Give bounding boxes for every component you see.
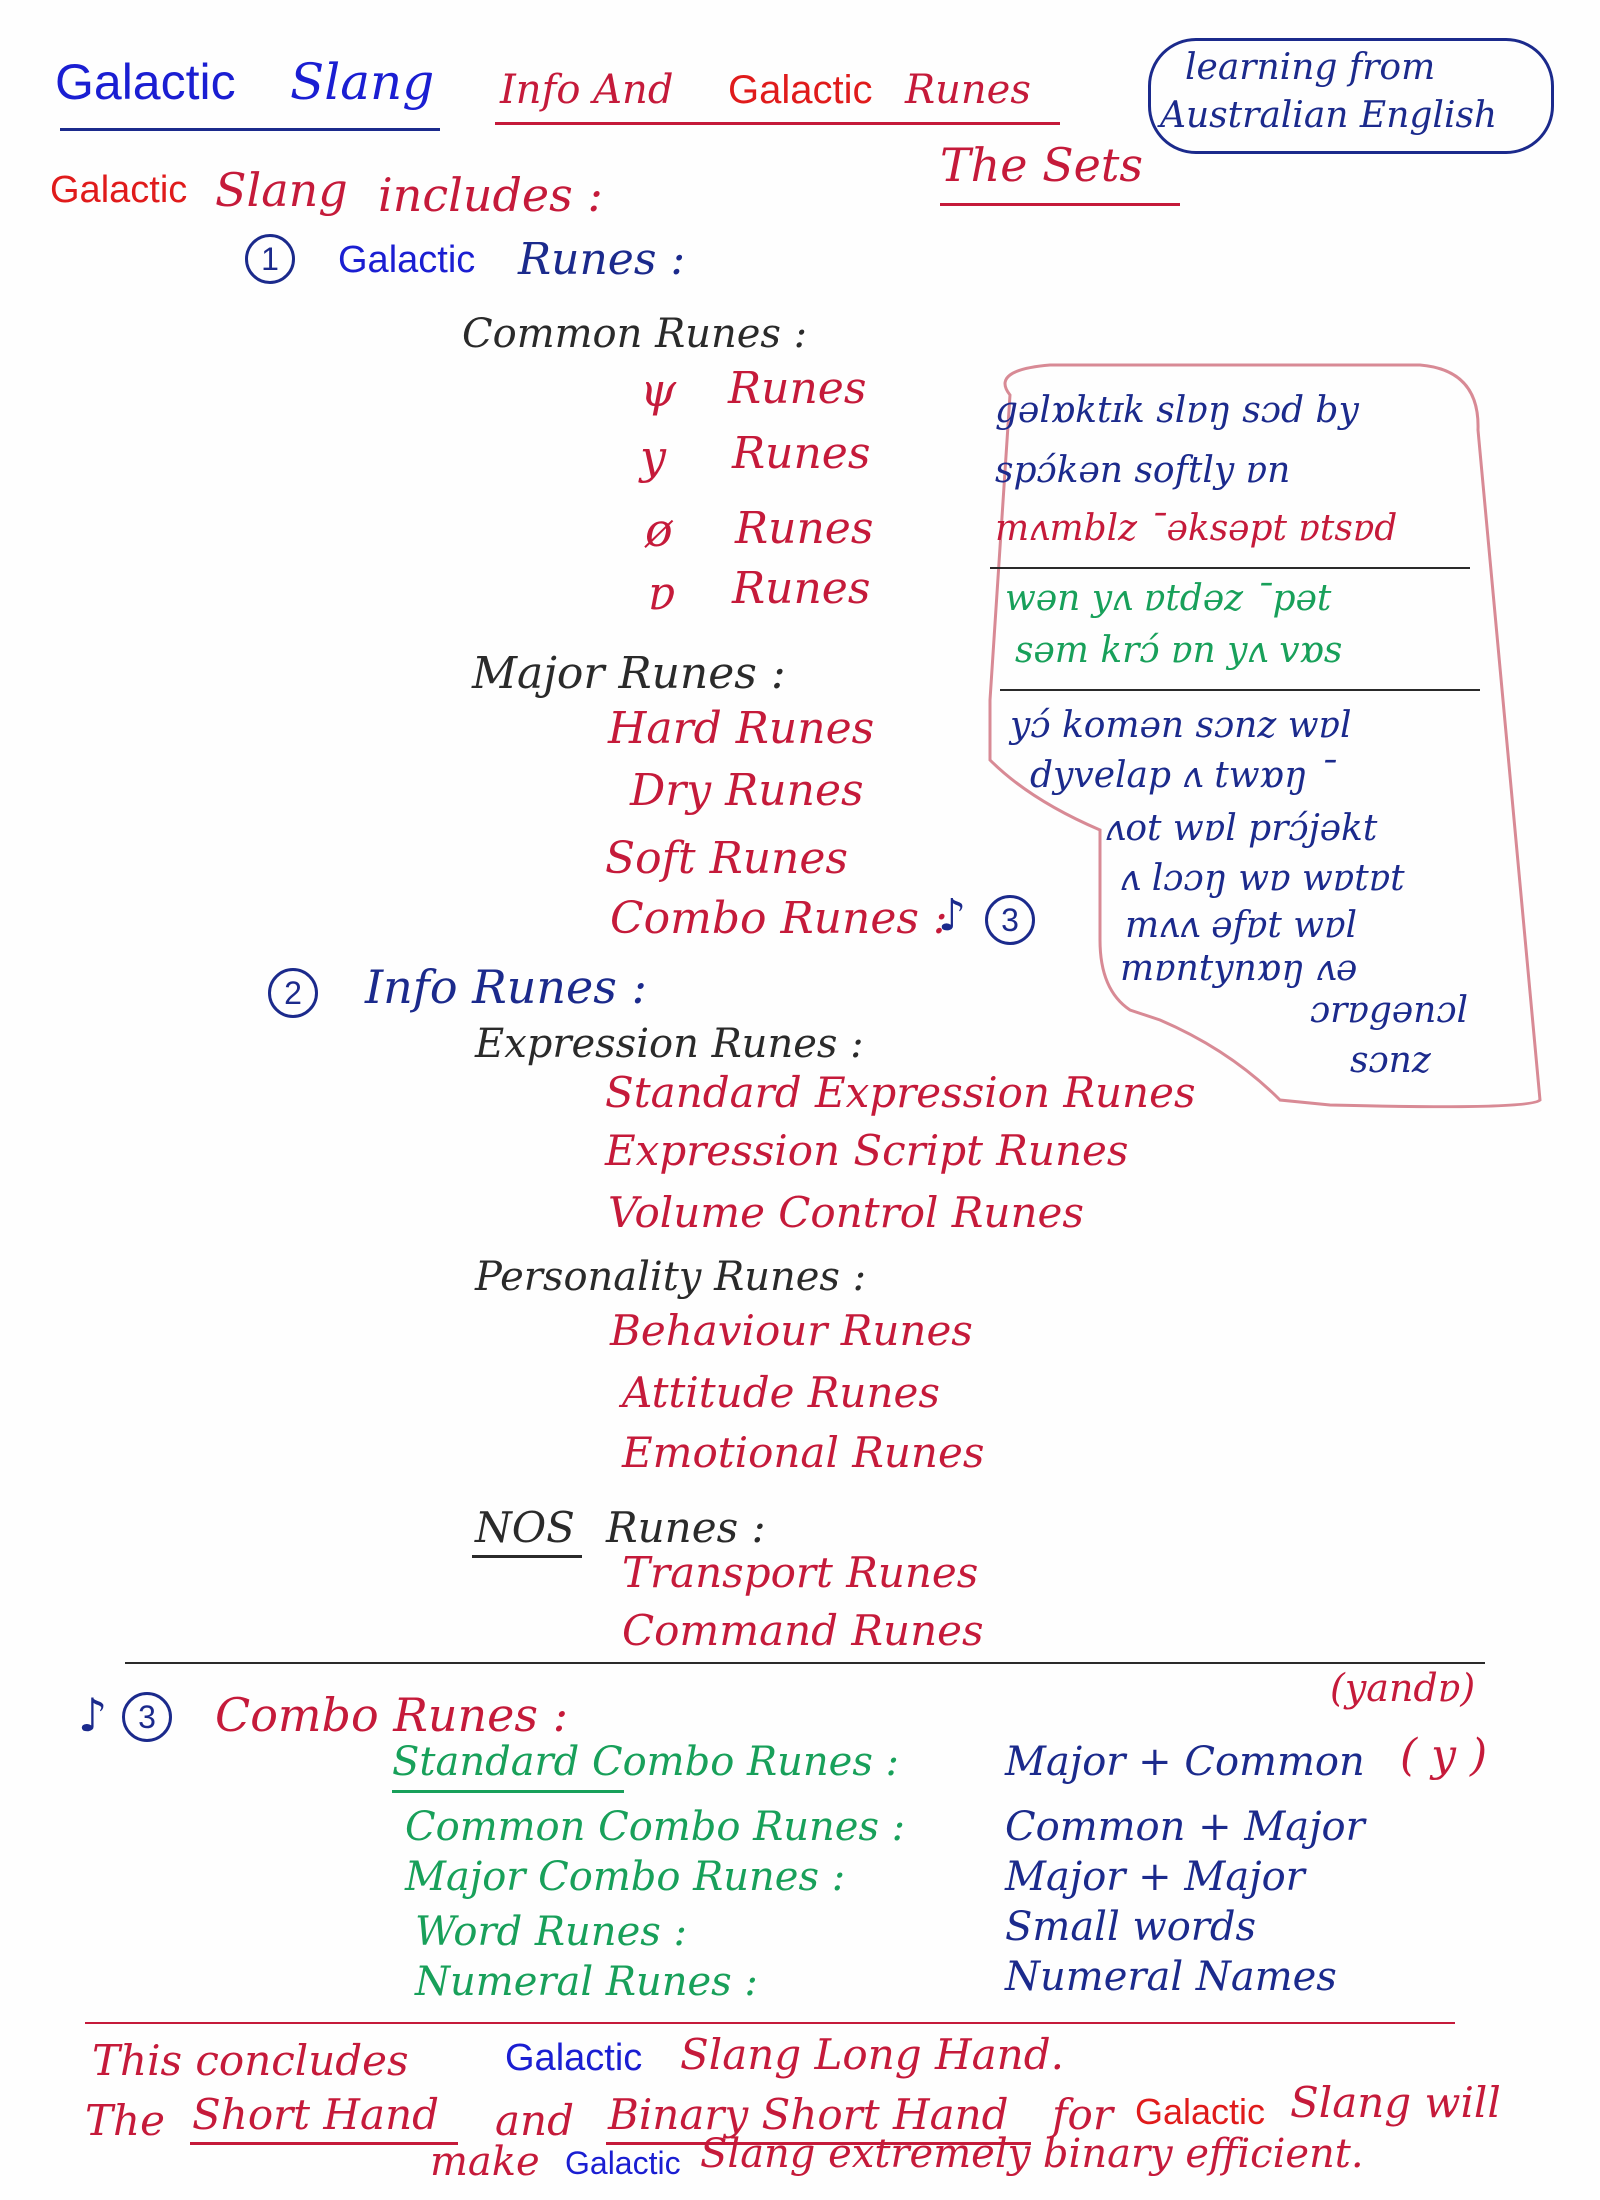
personality-runes-heading: Personality Runes : bbox=[475, 1254, 867, 1300]
personality-rune-attitude: Attitude Runes bbox=[622, 1368, 940, 1417]
major-rune-hard: Hard Runes bbox=[608, 703, 875, 754]
flag-icon: ♪ bbox=[938, 890, 967, 941]
the-sets-underline bbox=[940, 203, 1180, 206]
bubble-line-3: mʌmblz ˉəksəpt ɐtsɐd bbox=[995, 508, 1398, 549]
combo-row-extra-standard: ( y ) bbox=[1400, 1730, 1488, 1781]
common-rune-label-4: Runes bbox=[732, 563, 871, 614]
bubble-line-1: gəlɒktɪk slɐŋ sɔd by bbox=[995, 390, 1359, 431]
combo-row-value-word: Small words bbox=[1005, 1904, 1257, 1950]
nos-rune-command: Command Runes bbox=[622, 1606, 984, 1655]
standard-underline bbox=[392, 1790, 624, 1793]
section1-number: 1 bbox=[245, 234, 295, 284]
learning-note-line1: learning from bbox=[1185, 47, 1436, 88]
flag-icon-section3: ♪ bbox=[78, 1688, 108, 1742]
footer-line3-rest: Slang extremely binary efficient. bbox=[700, 2131, 1364, 2177]
subtitle-info-and: Info And bbox=[500, 67, 674, 113]
bubble-line-2: spɔ́kən softly ɐn bbox=[995, 450, 1291, 491]
common-rune-glyph-1: ψ bbox=[640, 363, 677, 417]
common-rune-glyph-3: ø bbox=[645, 503, 673, 557]
major-rune-dry: Dry Runes bbox=[630, 765, 864, 816]
footer-line2-galactic: Galactic bbox=[1135, 2091, 1266, 2132]
footer-line2-slang-will: Slang will bbox=[1290, 2078, 1501, 2127]
bubble-line-9: ʌ lɔɔŋ wɐ wɐtɐt bbox=[1120, 858, 1405, 899]
intro-slang: Slang bbox=[215, 163, 348, 217]
common-rune-glyph-4: ɐ bbox=[648, 566, 676, 620]
section3-number: 3 bbox=[122, 1692, 172, 1742]
nos-heading-runes: Runes : bbox=[606, 1503, 766, 1552]
section2-number: 2 bbox=[268, 968, 318, 1018]
section-divider bbox=[125, 1662, 1485, 1664]
bubble-line-13: sɔnz bbox=[1350, 1040, 1431, 1081]
expression-rune-standard: Standard Expression Runes bbox=[605, 1068, 1196, 1117]
common-rune-label-2: Runes bbox=[732, 428, 871, 479]
footer-line3-galactic: Galactic bbox=[565, 2145, 681, 2181]
section3-note: (yandɐ) bbox=[1330, 1666, 1476, 1710]
bubble-line-7: dyvelap ʌ twɒŋ ˉ bbox=[1030, 755, 1337, 796]
combo-row-name-standard: Standard Combo Runes : bbox=[392, 1739, 900, 1785]
footer-line2-for: for bbox=[1052, 2090, 1113, 2139]
combo-row-name-word: Word Runes : bbox=[415, 1909, 687, 1955]
subtitle-galactic: Galactic bbox=[728, 68, 873, 112]
common-rune-glyph-2: y bbox=[640, 430, 666, 484]
footer-line2-the: The bbox=[85, 2096, 165, 2145]
intro-galactic: Galactic bbox=[50, 169, 188, 211]
title-galactic: Galactic bbox=[55, 54, 236, 110]
section3-title: Combo Runes : bbox=[215, 1688, 569, 1742]
combo-row-name-common: Common Combo Runes : bbox=[405, 1804, 906, 1850]
bubble-line-5: səm krɔ́ ɐn yʌ vɒs bbox=[1015, 630, 1343, 671]
bubble-line-10: mʌʌ əfɐt wɐl bbox=[1125, 905, 1358, 946]
nos-underline bbox=[472, 1555, 582, 1558]
learning-note-box bbox=[1148, 38, 1554, 154]
title-underline bbox=[60, 128, 440, 131]
expression-rune-volume: Volume Control Runes bbox=[608, 1188, 1084, 1237]
combo-ref-number: 3 bbox=[985, 895, 1035, 945]
combo-row-name-major: Major Combo Runes : bbox=[405, 1854, 846, 1900]
learning-note-line2: Australian English bbox=[1160, 95, 1498, 136]
title-slang: Slang bbox=[290, 53, 435, 111]
combo-row-value-common: Common + Major bbox=[1005, 1804, 1365, 1850]
footer-line1-galactic: Galactic bbox=[505, 2037, 643, 2079]
binary-short-hand-underline bbox=[606, 2142, 1031, 2145]
footer-line2-binary: Binary Short Hand bbox=[608, 2090, 1009, 2139]
the-sets-label: The Sets bbox=[940, 138, 1143, 192]
section1-galactic: Galactic bbox=[338, 239, 476, 281]
personality-rune-emotional: Emotional Runes bbox=[622, 1428, 985, 1477]
combo-row-value-standard: Major + Common bbox=[1005, 1739, 1365, 1785]
footer-divider bbox=[85, 2022, 1455, 2024]
combo-row-name-numeral: Numeral Runes : bbox=[415, 1959, 758, 2005]
footer-line1-c: Slang Long Hand. bbox=[680, 2030, 1064, 2079]
footer-line3-make: make bbox=[430, 2139, 540, 2185]
common-runes-heading: Common Runes : bbox=[462, 311, 808, 357]
personality-rune-behaviour: Behaviour Runes bbox=[610, 1306, 973, 1355]
section1-runes: Runes : bbox=[518, 234, 686, 285]
nos-rune-transport: Transport Runes bbox=[622, 1548, 979, 1597]
bubble-line-4: wən yʌ ɐtdəz ˉpət bbox=[1005, 578, 1332, 619]
expression-runes-heading: Expression Runes : bbox=[475, 1021, 864, 1067]
short-hand-underline bbox=[190, 2142, 458, 2145]
combo-row-value-major: Major + Major bbox=[1005, 1854, 1305, 1900]
common-rune-label-3: Runes bbox=[735, 503, 874, 554]
subtitle-runes: Runes bbox=[905, 67, 1031, 113]
major-rune-combo: Combo Runes : bbox=[610, 893, 948, 944]
bubble-line-11: mɐntynɒŋ ʌə bbox=[1120, 948, 1358, 989]
combo-row-value-numeral: Numeral Names bbox=[1005, 1954, 1337, 2000]
bubble-line-12: ɔrɐgənɔl bbox=[1310, 990, 1469, 1031]
nos-heading-nos: NOS bbox=[475, 1503, 575, 1552]
common-rune-label-1: Runes bbox=[728, 363, 867, 414]
major-rune-soft: Soft Runes bbox=[605, 833, 849, 884]
expression-rune-script: Expression Script Runes bbox=[605, 1126, 1129, 1175]
major-runes-heading: Major Runes : bbox=[472, 648, 786, 699]
bubble-line-8: ʌot wɐl prɔ́jəkt bbox=[1105, 808, 1378, 849]
footer-line1-a: This concludes bbox=[92, 2036, 409, 2085]
subtitle-underline bbox=[495, 122, 1060, 125]
footer-line2-and: and bbox=[495, 2096, 574, 2145]
bubble-line-6: yɔ́ komən sɔnz wɐl bbox=[1010, 705, 1352, 746]
footer-line2-short-hand: Short Hand bbox=[192, 2090, 440, 2139]
intro-includes: includes : bbox=[378, 168, 603, 222]
section2-title: Info Runes : bbox=[365, 960, 647, 1014]
